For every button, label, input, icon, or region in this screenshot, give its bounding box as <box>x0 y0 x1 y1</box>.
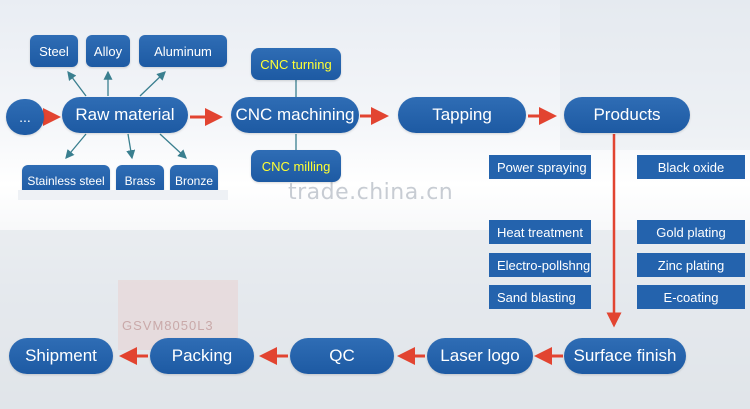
node-ellipsis: ... <box>6 99 44 135</box>
arrow-raw-to-stainless <box>65 133 87 159</box>
finish-electro-polishing: Electro-pollshng <box>489 253 591 277</box>
finish-power-spraying: Power spraying <box>489 155 591 179</box>
material-aluminum: Aluminum <box>139 35 227 67</box>
material-alloy: Alloy <box>86 35 130 67</box>
node-laser-logo: Laser logo <box>427 338 533 374</box>
arrow-raw-to-bronze <box>159 133 187 159</box>
node-products: Products <box>564 97 690 133</box>
option-cnc-turning: CNC turning <box>251 48 341 80</box>
finish-e-coating: E-coating <box>637 285 745 309</box>
finish-zinc-plating: Zinc plating <box>637 253 745 277</box>
node-surface-finish: Surface finish <box>564 338 686 374</box>
material-row-crop <box>18 190 228 200</box>
finish-black-oxide: Black oxide <box>637 155 745 179</box>
material-steel: Steel <box>30 35 78 67</box>
option-cnc-milling: CNC milling <box>251 150 341 182</box>
watermark-text: trade.china.cn <box>288 180 454 205</box>
node-shipment: Shipment <box>9 338 113 374</box>
arrow-raw-to-brass <box>126 133 136 160</box>
finish-sand-blasting: Sand blasting <box>489 285 591 309</box>
node-raw-material: Raw material <box>62 97 188 133</box>
finish-gold-plating: Gold plating <box>637 220 745 244</box>
node-cnc-machining: CNC machining <box>231 97 359 133</box>
node-qc: QC <box>290 338 394 374</box>
background-machine-label: GSVM8050L3 <box>122 318 214 333</box>
arrow-raw-to-steel <box>67 70 87 97</box>
node-tapping: Tapping <box>398 97 526 133</box>
node-packing: Packing <box>150 338 254 374</box>
arrow-raw-to-aluminum <box>139 71 166 97</box>
finish-heat-treatment: Heat treatment <box>489 220 591 244</box>
